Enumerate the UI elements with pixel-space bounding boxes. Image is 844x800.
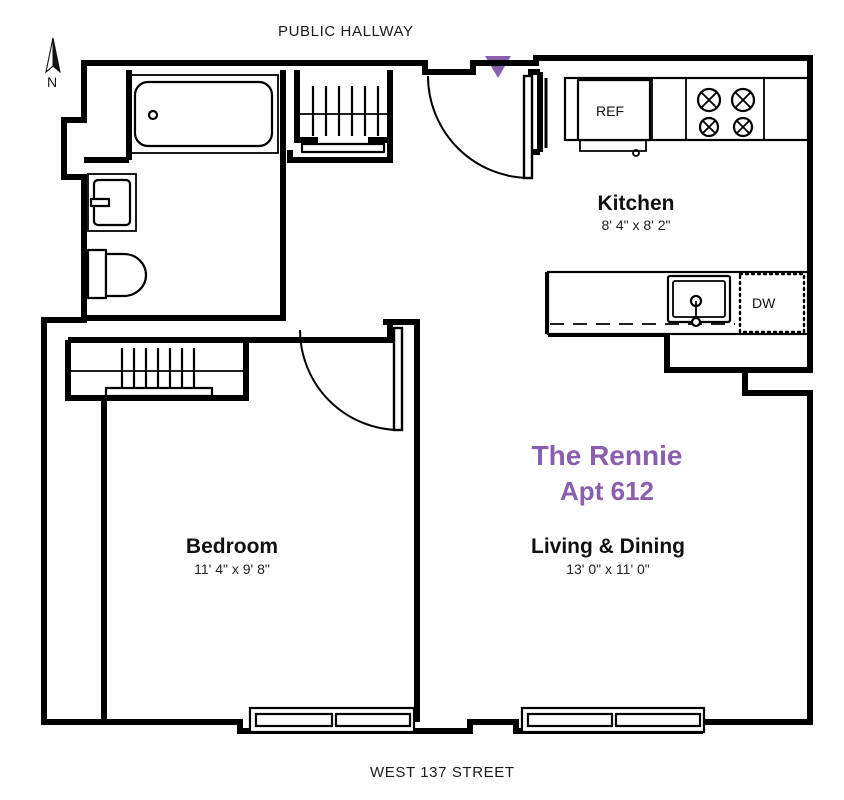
entry-door-triangle-icon: [485, 56, 511, 78]
bedroom-closet-right-wall: [214, 340, 249, 401]
bathtub-icon: [133, 80, 274, 148]
public-hallway-label: PUBLIC HALLWAY: [278, 23, 414, 40]
bedroom-room-dimensions: 11' 4" x 9' 8": [194, 561, 270, 577]
north-label: N: [47, 74, 57, 90]
living-dining-room-name: Living & Dining: [531, 535, 685, 558]
toilet-icon: [104, 252, 148, 298]
dishwasher-icon: [738, 272, 806, 334]
dishwasher-label: DW: [752, 295, 776, 311]
vanity-counter: [87, 173, 137, 232]
bathtub-drain-icon: [147, 109, 159, 121]
refrigerator-label: REF: [596, 103, 624, 119]
four-burner-stove-icon: [696, 87, 756, 138]
hall-closet-left-wall: [294, 70, 318, 143]
hall-closet-interior: [300, 86, 388, 154]
bedroom-living-divider-wall: [383, 319, 420, 722]
apartment-number-label: Apt 612: [560, 476, 654, 506]
toilet-tank-icon: [86, 248, 108, 300]
living-double-window-icon: [520, 706, 706, 734]
north-arrow-icon: [45, 37, 61, 74]
living-dining-room-dimensions: 13' 0" x 11' 0": [566, 561, 650, 577]
hall-closet-door-icon: [300, 142, 386, 154]
bedroom-swing-door-icon: [299, 326, 404, 432]
bathtub-surround: [128, 74, 279, 154]
west-137-street-label: WEST 137 STREET: [370, 764, 515, 781]
kitchen-south-wall: [548, 331, 745, 373]
bedroom-closet-left-wall: [65, 340, 104, 401]
sink-icon: [666, 274, 732, 328]
entry-swing-door-icon: [427, 74, 534, 180]
bedroom-closet-door-icon: [104, 386, 214, 398]
refrigerator-icon: [576, 78, 652, 142]
bedroom-double-window-icon: [248, 706, 416, 734]
building-name-label: The Rennie: [532, 440, 683, 471]
refrigerator-door-swing: [579, 140, 647, 152]
bedroom-north-wall: [246, 322, 393, 343]
refrigerator-handle-icon: [632, 149, 640, 157]
hall-closet-bottom-wall: [287, 140, 393, 163]
bedroom-room-name: Bedroom: [186, 535, 278, 558]
kitchen-room-name: Kitchen: [597, 192, 674, 215]
kitchen-room-dimensions: 8' 4" x 8' 2": [602, 217, 671, 233]
bathroom-faucet-icon: [89, 197, 111, 208]
bedroom-closet-interior: [71, 348, 243, 398]
